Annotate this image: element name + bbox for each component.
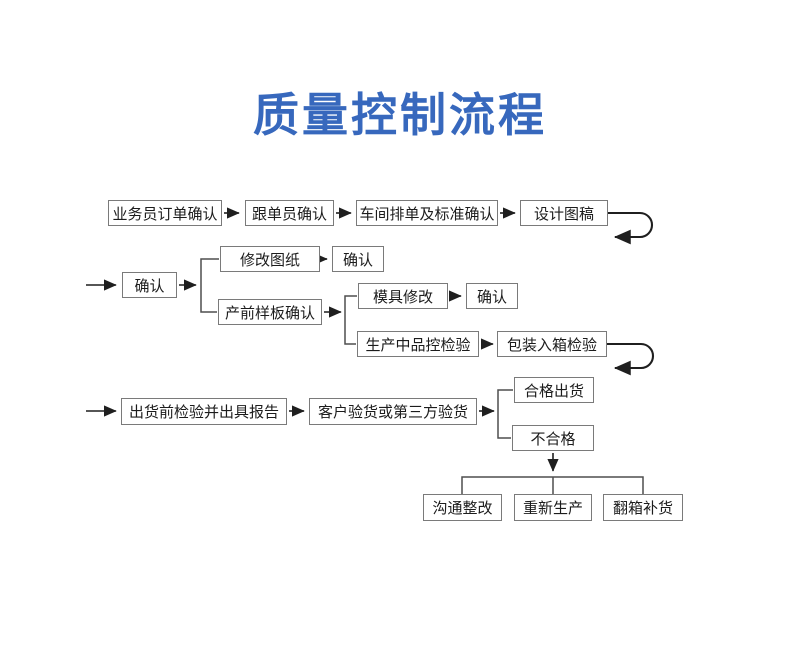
node-communicate-rectify: 沟通整改 — [423, 494, 502, 521]
node-workshop-schedule: 车间排单及标准确认 — [356, 200, 498, 226]
branch-result-split — [497, 389, 513, 439]
node-followup-confirm: 跟单员确认 — [245, 200, 334, 226]
branch-three-way-split — [461, 476, 644, 494]
loop-arrow-after-packing — [607, 342, 655, 376]
node-repack-replenish: 翻箱补货 — [603, 494, 683, 521]
node-packing-inspection: 包装入箱检验 — [497, 331, 607, 357]
node-preproduction-sample: 产前样板确认 — [218, 299, 322, 325]
node-order-confirm: 业务员订单确认 — [108, 200, 222, 226]
node-revise-drawing: 修改图纸 — [220, 246, 320, 272]
node-unqualified: 不合格 — [512, 425, 594, 451]
node-confirm-c: 确认 — [466, 283, 518, 309]
node-mold-modify: 模具修改 — [358, 283, 448, 309]
node-confirm-a: 确认 — [122, 272, 177, 298]
page-title: 质量控制流程 — [253, 89, 547, 141]
node-preshipment-report: 出货前检验并出具报告 — [121, 398, 287, 425]
node-inproduction-qc: 生产中品控检验 — [357, 331, 479, 357]
node-confirm-b: 确认 — [332, 246, 384, 272]
branch-confirm-split — [200, 258, 219, 313]
node-reproduce: 重新生产 — [514, 494, 592, 521]
node-qualified-ship: 合格出货 — [514, 377, 594, 403]
node-customer-inspection: 客户验货或第三方验货 — [309, 398, 477, 425]
loop-arrow-after-design-draft — [608, 211, 654, 245]
branch-sample-split — [344, 295, 357, 345]
node-design-draft: 设计图稿 — [520, 200, 608, 226]
